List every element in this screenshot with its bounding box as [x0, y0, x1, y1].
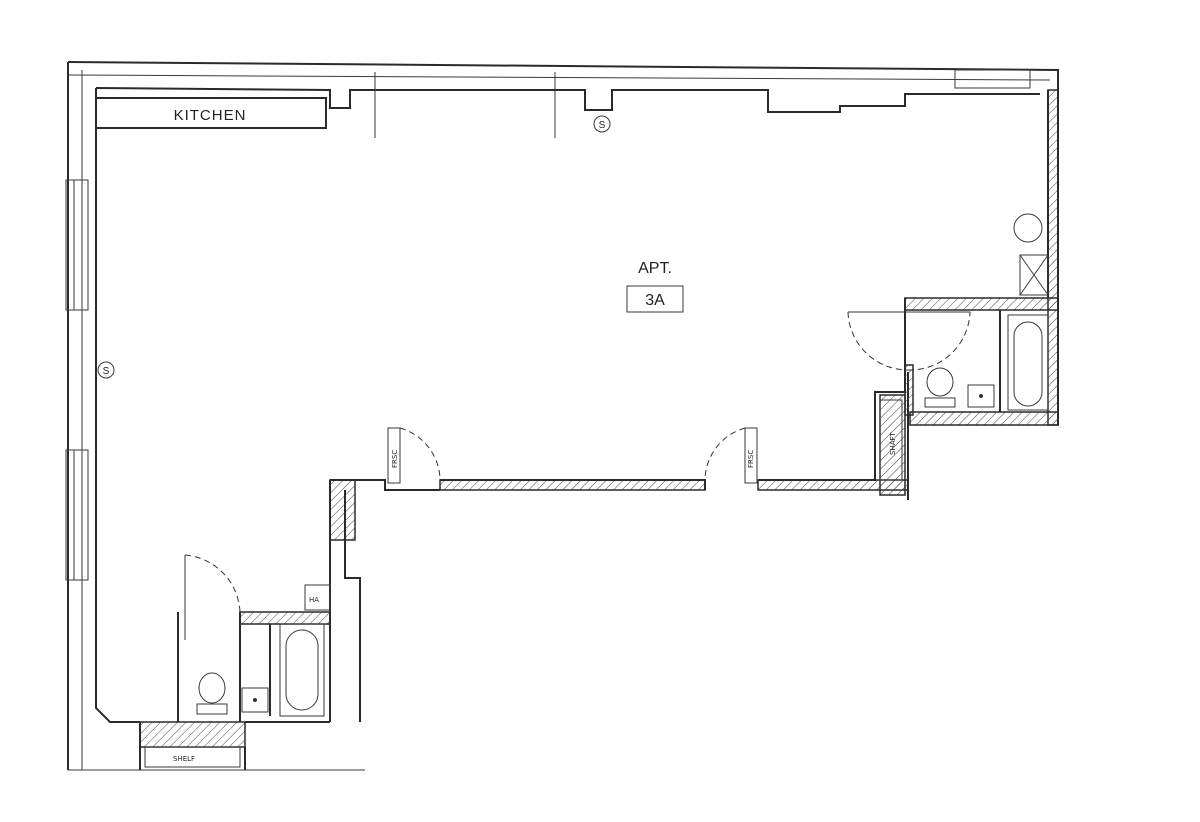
- bathtub-icon: [279, 623, 325, 717]
- shaft-label: SHAFT: [889, 432, 897, 455]
- corridor-wall: [329, 372, 909, 722]
- frsc-label-right: FRSC: [747, 450, 755, 468]
- door-swing-icon[interactable]: [847, 311, 971, 371]
- smoke-detector-icon: S: [593, 115, 611, 133]
- kitchen-label: KITCHEN: [174, 107, 247, 124]
- shelf-label: SHELF: [173, 755, 195, 763]
- toilet-icon: [196, 672, 228, 715]
- smoke-detector-symbol-top: S: [599, 120, 606, 131]
- shaft: SHAFT: [879, 399, 903, 481]
- fire-rated-door-right[interactable]: FRSC: [704, 427, 758, 484]
- apartment-label: APT.: [638, 260, 672, 277]
- hvac-label: HA: [309, 596, 319, 604]
- sink-icon: [967, 384, 995, 408]
- smoke-detector-icon: S: [97, 361, 115, 379]
- bathroom-lower-left: HA SHELF: [139, 554, 331, 770]
- apartment-tag: APT. 3A: [626, 260, 684, 313]
- frsc-label-left: FRSC: [391, 450, 399, 468]
- smoke-detector-symbol-left: S: [103, 366, 110, 377]
- door-swing-icon[interactable]: [184, 554, 241, 640]
- kitchen-counter: KITCHEN: [95, 97, 327, 129]
- exterior-walls: [65, 61, 1059, 771]
- unit-number: 3A: [645, 292, 665, 309]
- toilet-icon: [924, 367, 956, 408]
- sink-icon: [241, 687, 269, 713]
- fire-rated-door-left[interactable]: FRSC: [387, 427, 441, 484]
- bathtub-icon: [1007, 314, 1049, 411]
- bathroom-upper-right: [847, 213, 1059, 426]
